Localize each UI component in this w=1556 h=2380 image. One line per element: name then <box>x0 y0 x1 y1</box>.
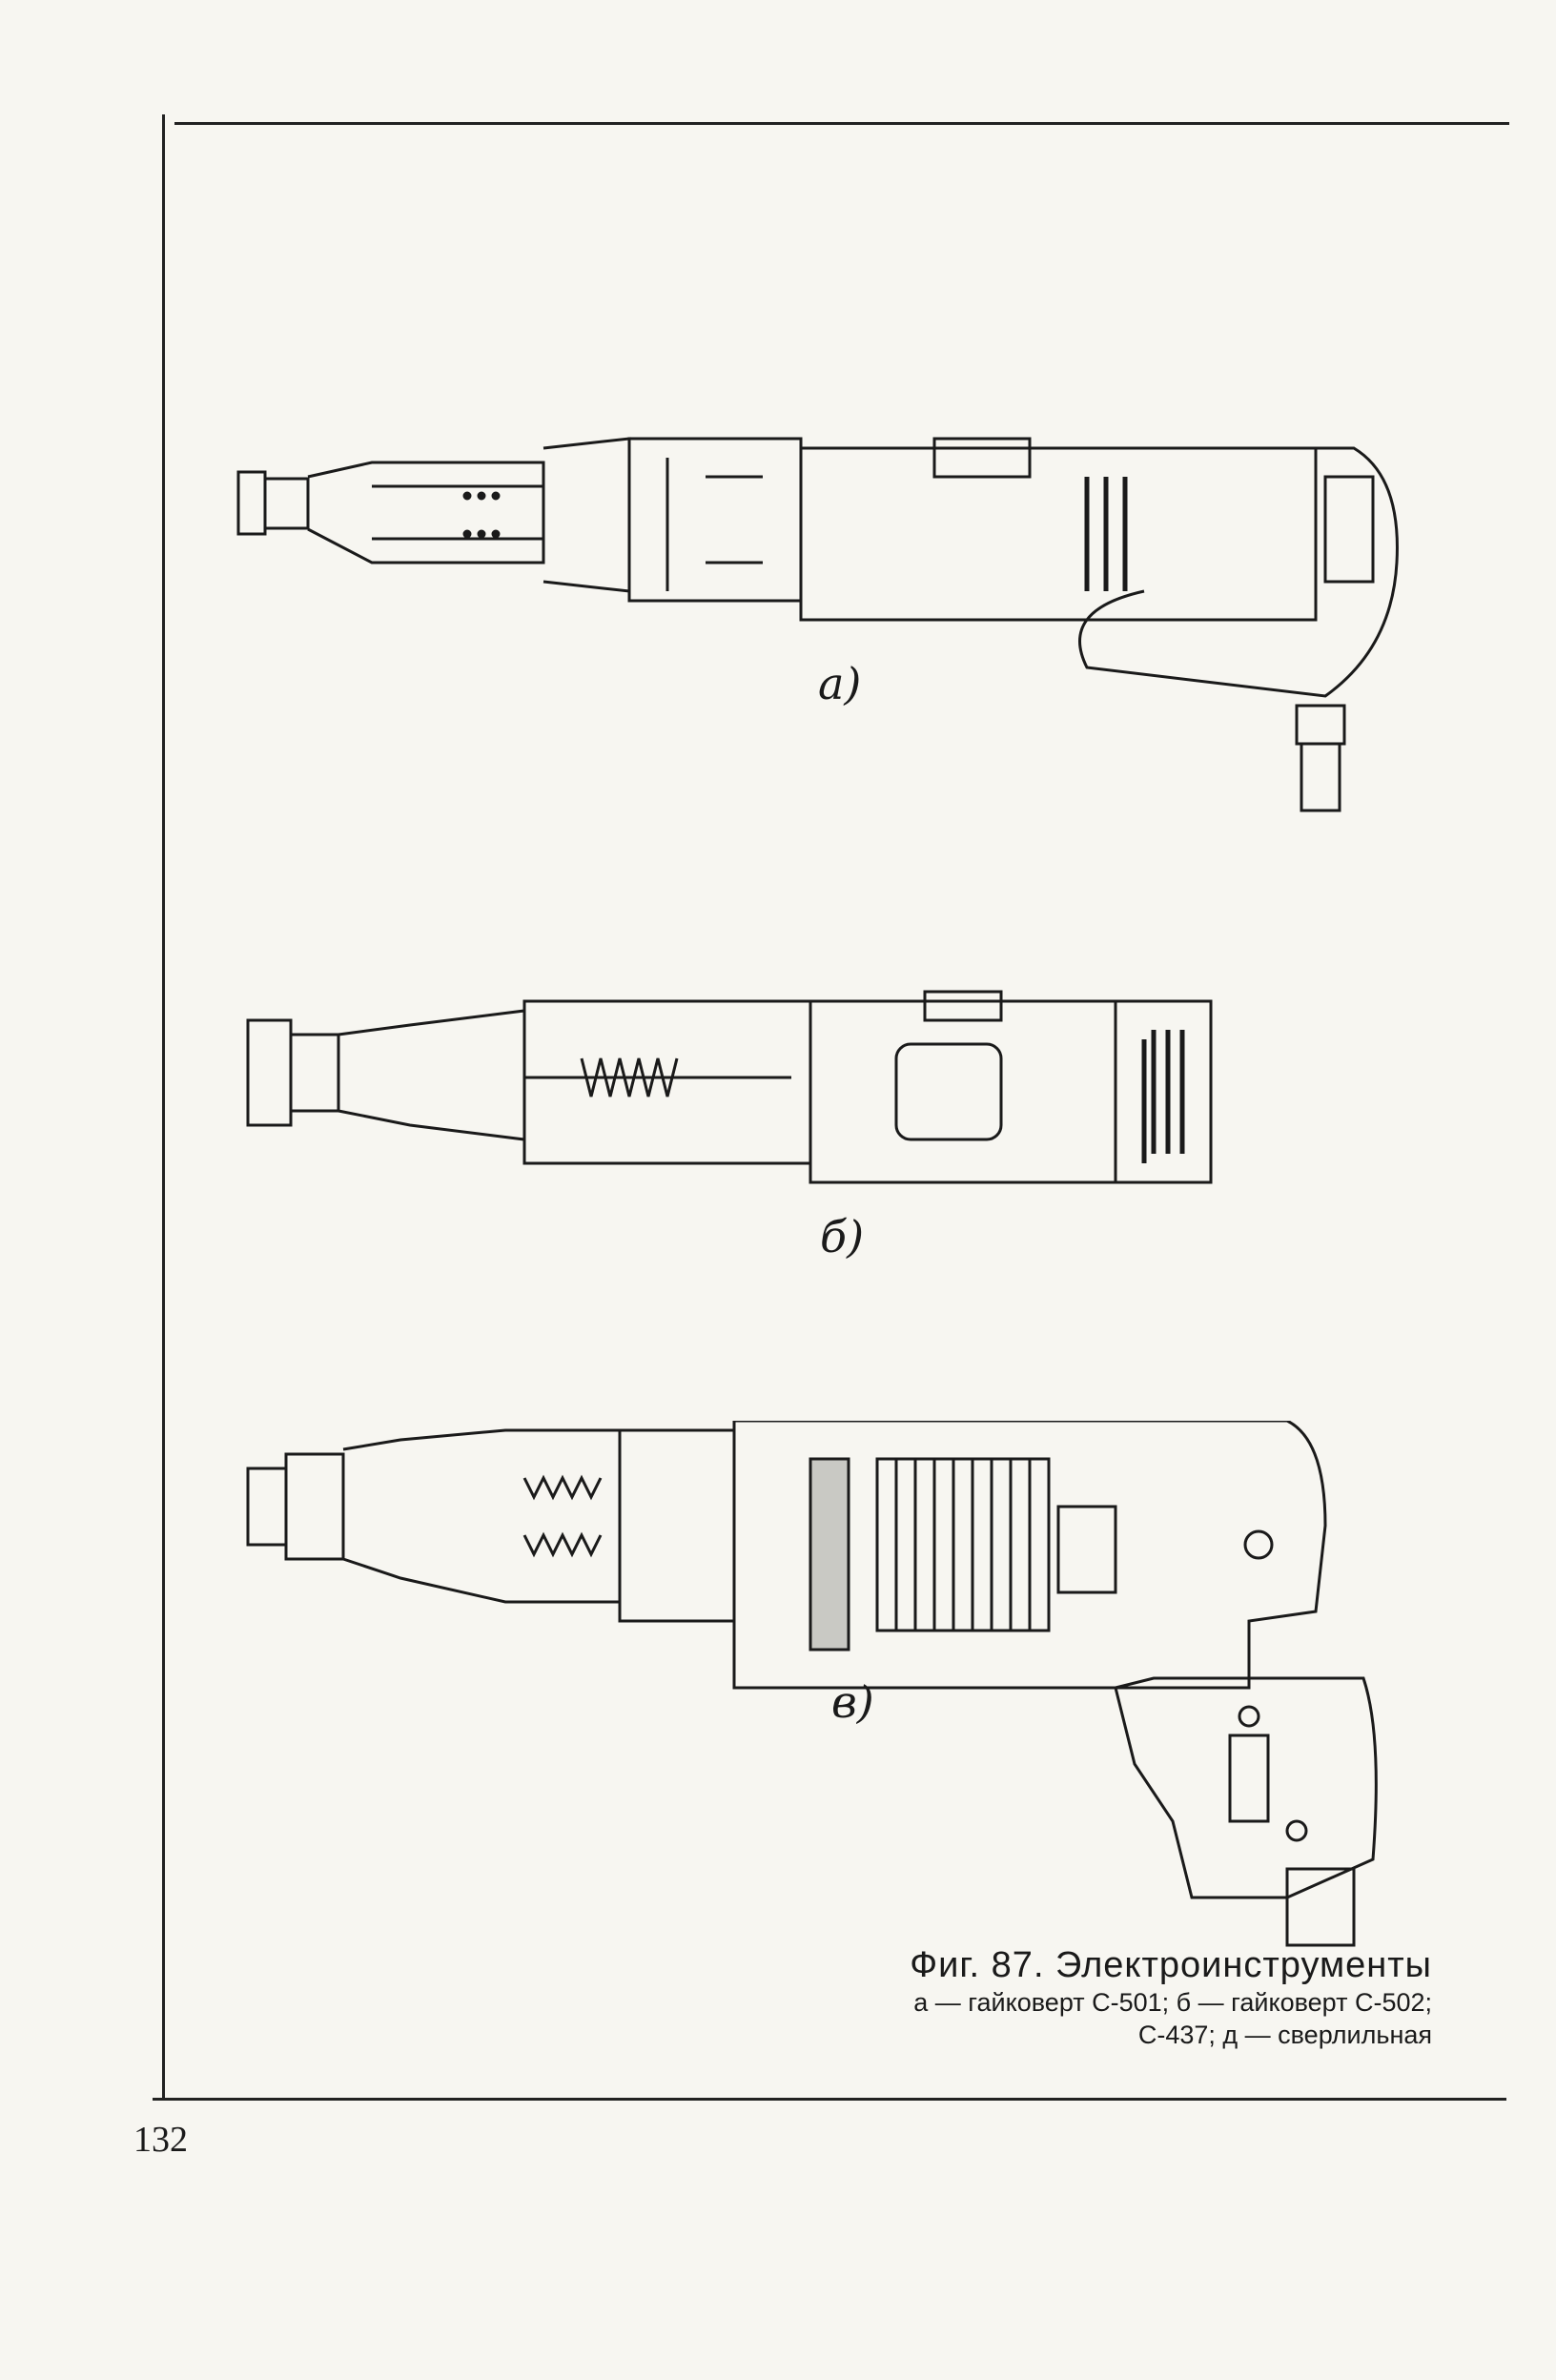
page-number: 132 <box>133 2120 188 2160</box>
frame-left-rule <box>162 114 165 2098</box>
figure-c-label: в) <box>831 1676 874 1728</box>
figure-b-label: б) <box>820 1211 865 1262</box>
frame-bottom-rule <box>153 2098 1506 2101</box>
figure-c-drawing <box>238 1421 1421 1955</box>
caption-line-1: а — гайковерт С-501; б — гайковерт С-502… <box>913 1988 1432 2017</box>
figure-a-drawing <box>229 420 1411 839</box>
figure-caption: Фиг. 87. Электроинструменты а — гайковер… <box>910 1945 1432 2051</box>
frame-top-rule <box>174 122 1509 125</box>
caption-line-2: С-437; д — сверлильная <box>1137 2021 1432 2049</box>
figure-a-label: a) <box>818 658 862 709</box>
figure-b-drawing <box>238 982 1287 1211</box>
caption-title: Фиг. 87. Электроинструменты <box>910 1945 1432 1985</box>
